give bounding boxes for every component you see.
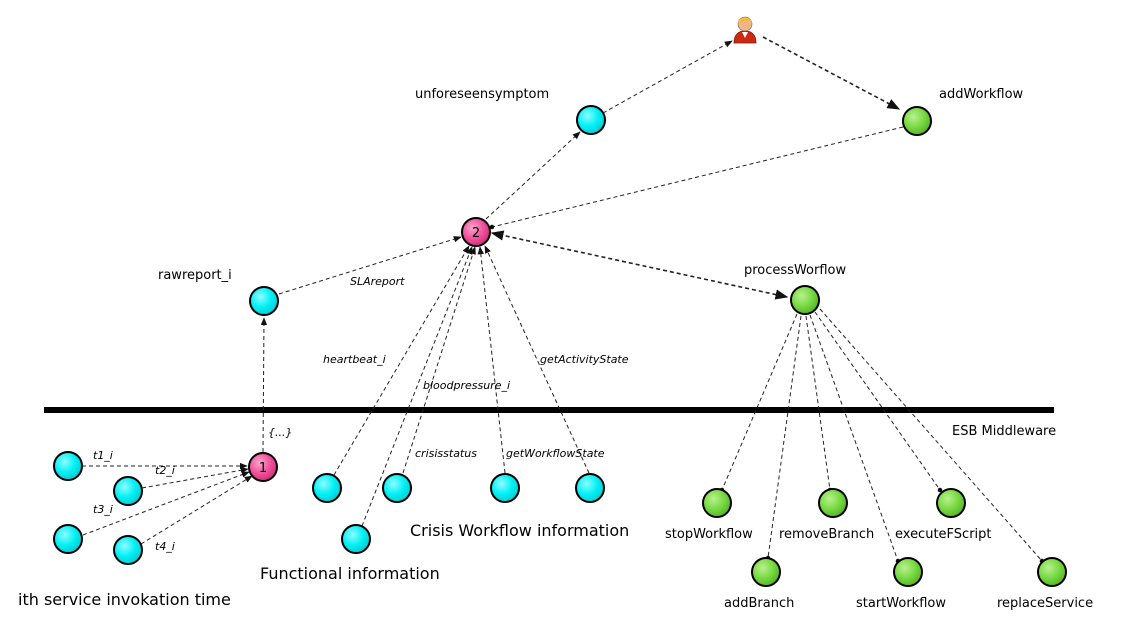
node-getactivitystate[interactable] bbox=[575, 473, 605, 503]
label-unforeseensymptom: unforeseensymptom bbox=[415, 87, 549, 102]
edge-processworflow-to-startworkflow bbox=[809, 314, 901, 564]
edge-decision1-to-rawreport bbox=[260, 317, 268, 453]
edge-label-getactivitystate: getActivityState bbox=[540, 353, 629, 366]
edge-user-to-addworkflow bbox=[762, 36, 901, 110]
node-decision2-label: 2 bbox=[472, 226, 480, 241]
node-decision2[interactable] bbox=[461, 217, 491, 247]
node-rawreport[interactable] bbox=[249, 286, 279, 316]
node-heartbeat[interactable] bbox=[312, 473, 342, 503]
node-addbranch[interactable] bbox=[751, 557, 781, 587]
node-t3[interactable] bbox=[53, 524, 83, 554]
node-startworkflow[interactable] bbox=[893, 557, 923, 587]
node-t1[interactable] bbox=[53, 451, 83, 481]
edge-crisisstatus-to-decision2 bbox=[402, 246, 476, 474]
edge-t2-to-decision1 bbox=[141, 467, 249, 489]
edge-label-slareport: SLAreport bbox=[350, 275, 405, 288]
edge-processworflow-to-removebranch bbox=[805, 315, 833, 493]
region-labels: ESB Middleware Crisis Workflow informati… bbox=[18, 424, 1056, 609]
edge-label-t4: t4_i bbox=[155, 540, 175, 553]
label-removebranch: removeBranch bbox=[779, 527, 874, 542]
label-addbranch: addBranch bbox=[724, 596, 794, 611]
edge-processworflow-to-addbranch bbox=[765, 315, 802, 561]
edge-unforeseensymptom-to-user bbox=[602, 40, 733, 114]
edge-label-getworkflowstate: getWorkflowState bbox=[506, 447, 605, 460]
label-executefscript: executeFScript bbox=[895, 527, 992, 542]
label-startworkflow: startWorkflow bbox=[856, 596, 946, 611]
esb-divider bbox=[44, 407, 1054, 413]
edge-label-t2: t2_i bbox=[155, 464, 175, 477]
node-t2[interactable] bbox=[113, 476, 143, 506]
edge-addworkflow-to-decision2 bbox=[489, 126, 904, 230]
edge-getworkflowstate-to-decision2 bbox=[477, 246, 506, 474]
node-bloodpressure[interactable] bbox=[341, 524, 371, 554]
edge-rawreport-to-decision2 bbox=[278, 236, 462, 295]
edge-t4-to-decision1 bbox=[140, 475, 253, 545]
user-avatar-icon[interactable] bbox=[733, 16, 757, 44]
node-decision1-label: 1 bbox=[259, 461, 267, 476]
region-functional: Functional information bbox=[260, 564, 440, 583]
node-decision1[interactable] bbox=[248, 452, 278, 482]
label-addworkflow: addWorkflow bbox=[939, 87, 1024, 102]
edge-heartbeat-to-decision2 bbox=[333, 245, 470, 476]
node-processworflow[interactable] bbox=[790, 285, 820, 315]
region-crisis-workflow: Crisis Workflow information bbox=[410, 521, 629, 540]
edge-label-bloodpressure: bloodpressure_i bbox=[423, 379, 510, 392]
edge-decision2-to-unforeseensymptom bbox=[485, 131, 581, 220]
edge-label-heartbeat: heartbeat_i bbox=[323, 353, 386, 366]
edge-label-t3: t3_i bbox=[93, 503, 113, 516]
node-addworkflow[interactable] bbox=[902, 106, 932, 136]
node-stopworkflow[interactable] bbox=[702, 488, 732, 518]
edge-label-t1: t1_i bbox=[93, 449, 113, 462]
edge-label-set: {...} bbox=[268, 426, 293, 439]
label-replaceservice: replaceService bbox=[997, 596, 1093, 611]
node-removebranch[interactable] bbox=[818, 488, 848, 518]
edge-decision2-to-processworflow bbox=[490, 230, 789, 300]
node-getworkflowstate[interactable] bbox=[490, 473, 520, 503]
edge-processworflow-to-executefscript bbox=[814, 311, 943, 493]
region-esb-middleware: ESB Middleware bbox=[952, 424, 1056, 439]
node-t4[interactable] bbox=[113, 535, 143, 565]
edge-label-crisisstatus: crisisstatus bbox=[415, 447, 477, 460]
label-processworflow: processWorflow bbox=[744, 263, 846, 278]
nodes: 2 1 bbox=[53, 16, 1067, 587]
edge-bloodpressure-to-decision2 bbox=[361, 246, 473, 527]
node-unforeseensymptom[interactable] bbox=[576, 105, 606, 135]
node-replaceservice[interactable] bbox=[1037, 557, 1067, 587]
label-rawreport: rawreport_i bbox=[158, 268, 232, 283]
node-labels: unforeseensymptom addWorkflow rawreport_… bbox=[158, 87, 1093, 611]
edge-t3-to-decision1 bbox=[82, 471, 250, 536]
node-executefscript[interactable] bbox=[936, 488, 966, 518]
region-invocation: ith service invokation time bbox=[18, 590, 231, 609]
edges bbox=[82, 36, 1045, 564]
edge-processworflow-to-stopworkflow bbox=[719, 313, 798, 493]
node-crisisstatus[interactable] bbox=[382, 473, 412, 503]
edge-labels: t1_i t2_i t3_i t4_i {...} SLAreport hear… bbox=[93, 275, 629, 553]
label-stopworkflow: stopWorkflow bbox=[665, 527, 753, 542]
